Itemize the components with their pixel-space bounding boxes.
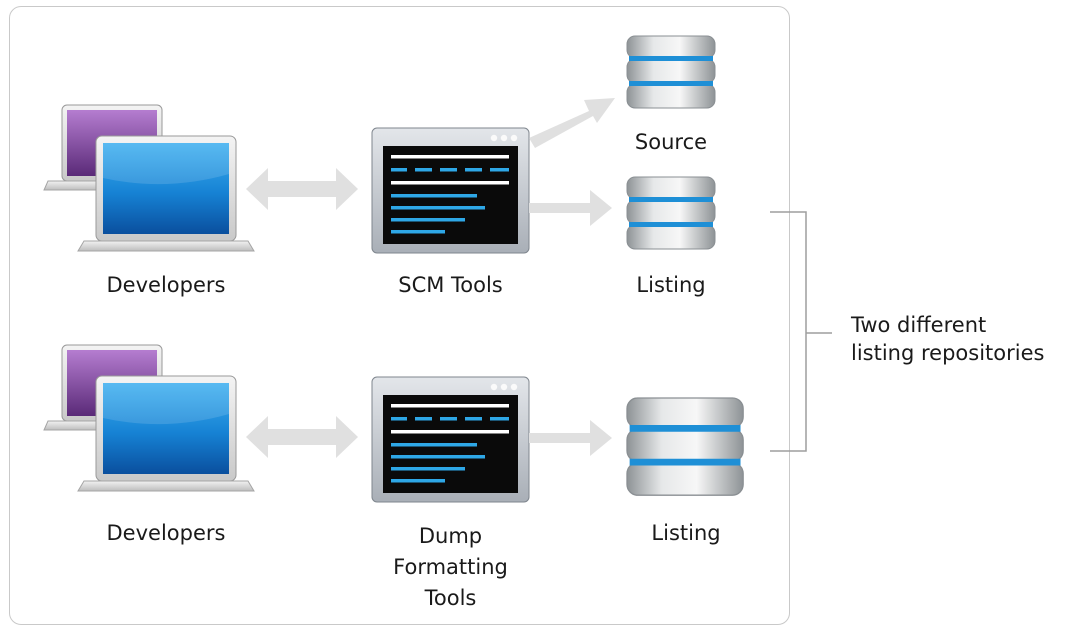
dump-formatting-tools-label-line-1: Dump: [418, 524, 483, 548]
developers-label-bottom: Developers: [106, 521, 226, 545]
listing-database-icon-bottom: [626, 397, 744, 496]
bidirectional-arrow-top: [246, 168, 358, 210]
scm-tools-label: SCM Tools: [398, 273, 503, 297]
scm-tools-window-icon: [371, 127, 530, 254]
dump-formatting-tools-label: Dump Formatting Tools: [372, 521, 529, 614]
developers-laptop-icon-top: [43, 104, 255, 252]
source-label: Source: [634, 130, 708, 154]
dump-formatting-tools-window-icon: [371, 376, 530, 503]
arrow-to-listing-bottom: [529, 420, 612, 456]
bidirectional-arrow-bottom: [246, 416, 358, 458]
arrow-to-listing-top: [529, 190, 612, 226]
source-database-icon: [626, 35, 716, 109]
dump-formatting-tools-label-line-3: Tools: [424, 586, 477, 610]
arrow-to-source: [529, 98, 615, 148]
bracket-note-line-2: listing repositories: [851, 341, 1045, 365]
developers-label-top: Developers: [106, 273, 226, 297]
listing-database-icon-top: [626, 176, 716, 250]
bracket-note: Two different listing repositories: [851, 311, 1071, 367]
listing-label-bottom: Listing: [651, 521, 721, 545]
grouping-bracket: [770, 211, 832, 452]
diagram-frame: [9, 6, 790, 625]
listing-label-top: Listing: [636, 273, 706, 297]
dump-formatting-tools-label-line-2: Formatting: [393, 555, 508, 579]
developers-laptop-icon-bottom: [43, 344, 255, 492]
bracket-note-line-1: Two different: [851, 313, 987, 337]
